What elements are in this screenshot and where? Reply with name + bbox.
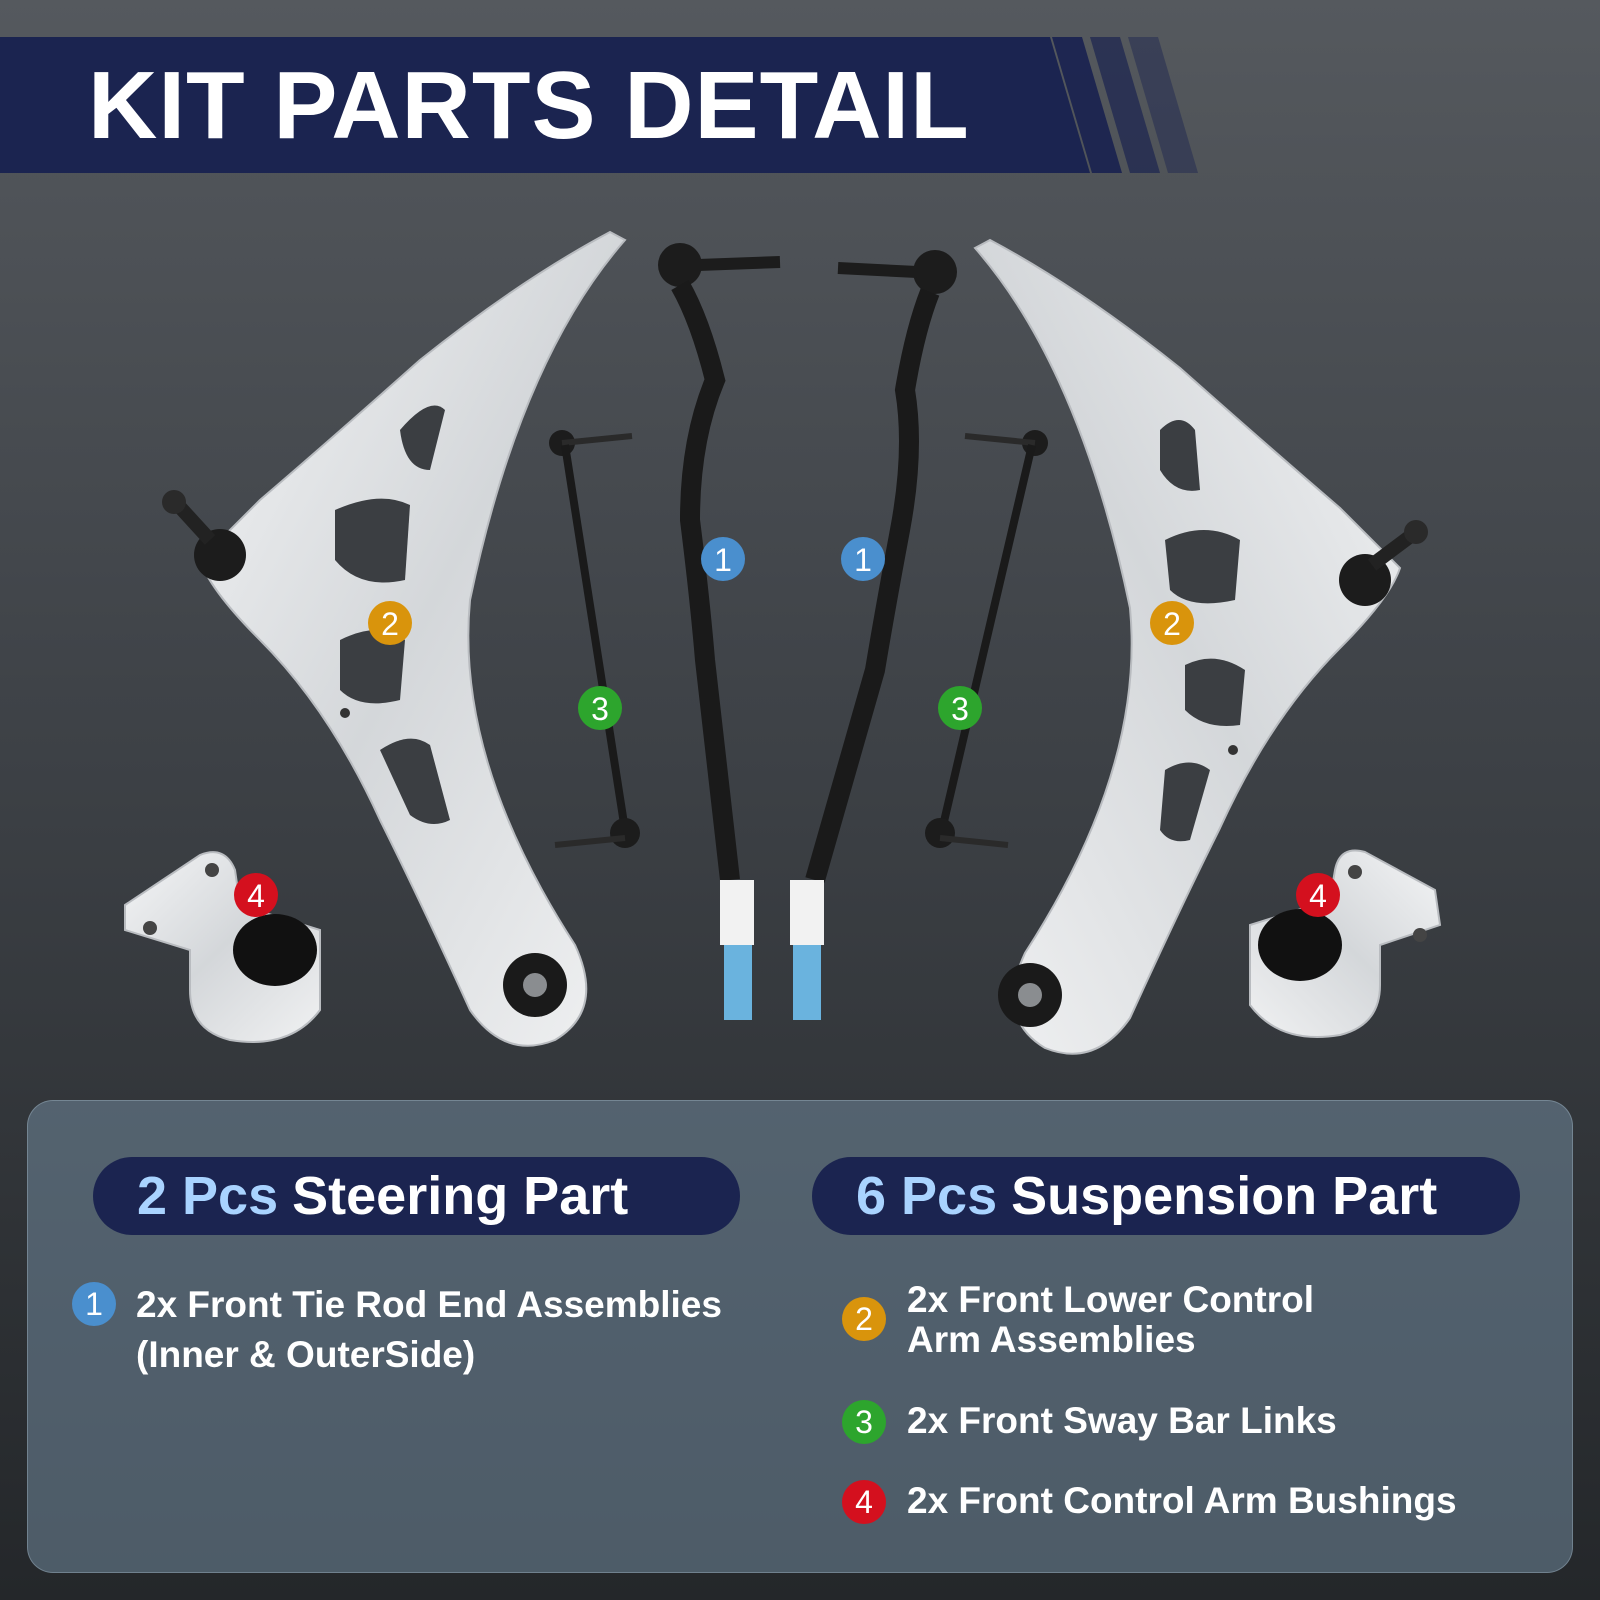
tie-rod-left — [658, 243, 781, 1020]
header-banner — [0, 37, 1090, 173]
svg-text:4: 4 — [1309, 878, 1327, 914]
sway-bar-link-left — [549, 430, 640, 848]
marker-1-right: 1 — [841, 537, 885, 581]
marker-2-right: 2 — [1150, 601, 1194, 645]
suspension-count: 6 Pcs — [856, 1166, 998, 1226]
svg-text:2: 2 — [381, 606, 399, 642]
item-badge-2: 2 — [842, 1297, 886, 1341]
tie-rod-right — [790, 250, 957, 1020]
svg-text:3: 3 — [951, 691, 969, 727]
svg-text:1: 1 — [714, 542, 732, 578]
marker-3-right: 3 — [938, 686, 982, 730]
marker-2-left: 2 — [368, 601, 412, 645]
page-title: KIT PARTS DETAIL — [88, 52, 970, 159]
steering-count: 2 Pcs — [137, 1166, 279, 1226]
lower-control-arm-left — [162, 230, 627, 1047]
list-item-control-arm: 2x Front Lower Control Arm Assemblies — [907, 1279, 1314, 1360]
svg-text:3: 3 — [591, 691, 609, 727]
svg-text:2: 2 — [1163, 606, 1181, 642]
marker-3-left: 3 — [578, 686, 622, 730]
list-item-tie-rod: 2x Front Tie Rod End Assemblies (Inner &… — [136, 1284, 722, 1375]
suspension-title: Suspension Part — [1011, 1166, 1438, 1226]
marker-1-left: 1 — [701, 537, 745, 581]
bushing-right — [1249, 849, 1442, 1038]
item-badge-4: 4 — [842, 1480, 886, 1524]
marker-4-right: 4 — [1296, 873, 1340, 917]
parts-illustration — [124, 230, 1442, 1055]
list-item-bushings: 2x Front Control Arm Bushings — [907, 1480, 1457, 1521]
marker-4-left: 4 — [234, 873, 278, 917]
lower-control-arm-right — [973, 238, 1428, 1055]
bushing-left — [124, 851, 321, 1043]
item-badge-1: 1 — [72, 1282, 116, 1326]
item-badge-3: 3 — [842, 1400, 886, 1444]
steering-title: Steering Part — [292, 1166, 629, 1226]
sway-bar-link-right — [925, 430, 1048, 848]
svg-text:4: 4 — [247, 878, 265, 914]
list-item-sway-bar: 2x Front Sway Bar Links — [907, 1400, 1337, 1441]
svg-text:1: 1 — [854, 542, 872, 578]
